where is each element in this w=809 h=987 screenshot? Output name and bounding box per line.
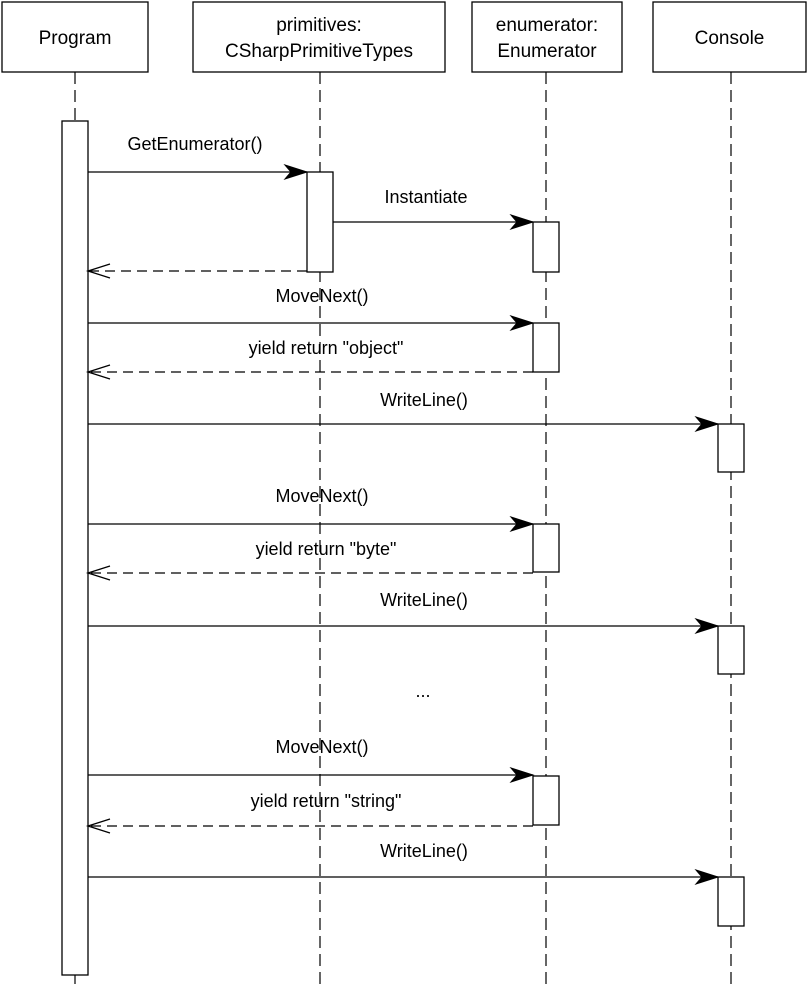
filled-arrowhead: [283, 163, 309, 181]
activation-bar-enumerator: [532, 221, 560, 273]
activation-bar-primitives: [306, 171, 334, 273]
activation-bar-console: [717, 625, 745, 675]
lifeline-label-enumerator: enumerator:: [496, 15, 598, 36]
activation-bar-program: [61, 120, 89, 976]
return-message: yield return "string": [85, 791, 533, 834]
message-label: yield return "byte": [256, 539, 397, 559]
activation-bar-enumerator: [532, 523, 560, 573]
return-message: yield return "byte": [85, 539, 533, 581]
call-message: GetEnumerator(): [88, 134, 309, 181]
lifeline-box-console: [652, 1, 807, 73]
lifeline-enumerator: enumerator: Enumerator: [471, 1, 623, 985]
message-label: MoveNext(): [275, 737, 368, 757]
open-arrowhead: [85, 364, 111, 380]
message-label: yield return "string": [251, 791, 402, 811]
lifeline-console: Console: [652, 1, 807, 985]
lifeline-box-program: [1, 1, 149, 73]
ellipsis-note: ...: [415, 681, 430, 701]
filled-arrowhead: [694, 415, 720, 433]
filled-arrowhead: [694, 617, 720, 635]
message-label: yield return "object": [249, 338, 404, 358]
lifeline-label-program: Program: [39, 28, 112, 49]
open-arrowhead: [85, 565, 111, 581]
lifeline-primitives: primitives: CSharpPrimitiveTypes: [192, 1, 446, 985]
call-message: MoveNext(): [88, 486, 535, 533]
filled-arrowhead: [509, 515, 535, 533]
call-message: WriteLine(): [88, 590, 720, 635]
lifeline-label-enumerator: Enumerator: [497, 41, 597, 62]
call-message: Instantiate: [333, 187, 535, 231]
activation-bar-console: [717, 876, 745, 927]
return-message: [85, 263, 307, 279]
call-message: MoveNext(): [88, 737, 535, 784]
activation-bar-console: [717, 423, 745, 473]
filled-arrowhead: [509, 766, 535, 784]
filled-arrowhead: [509, 213, 535, 231]
lifeline-label-console: Console: [695, 28, 765, 49]
lifeline-box-primitives: [192, 1, 446, 73]
lifeline-label-primitives: CSharpPrimitiveTypes: [225, 41, 413, 62]
lifeline-label-primitives: primitives:: [276, 15, 362, 36]
message-label: WriteLine(): [380, 590, 468, 610]
open-arrowhead: [85, 818, 111, 834]
call-message: WriteLine(): [88, 841, 720, 886]
call-message: WriteLine(): [88, 390, 720, 433]
return-message: yield return "object": [85, 338, 533, 380]
activation-bar-enumerator: [532, 775, 560, 826]
filled-arrowhead: [509, 314, 535, 332]
lifeline-program: Program: [1, 1, 149, 985]
filled-arrowhead: [694, 868, 720, 886]
message-label: Instantiate: [384, 187, 467, 207]
message-label: GetEnumerator(): [127, 134, 262, 154]
message-label: MoveNext(): [275, 486, 368, 506]
message-label: WriteLine(): [380, 841, 468, 861]
activation-bars: [61, 120, 745, 976]
message-label: MoveNext(): [275, 286, 368, 306]
activation-bar-enumerator: [532, 322, 560, 373]
lifeline-box-enumerator: [471, 1, 623, 73]
message-label: WriteLine(): [380, 390, 468, 410]
call-message: MoveNext(): [88, 286, 535, 332]
open-arrowhead: [85, 263, 111, 279]
